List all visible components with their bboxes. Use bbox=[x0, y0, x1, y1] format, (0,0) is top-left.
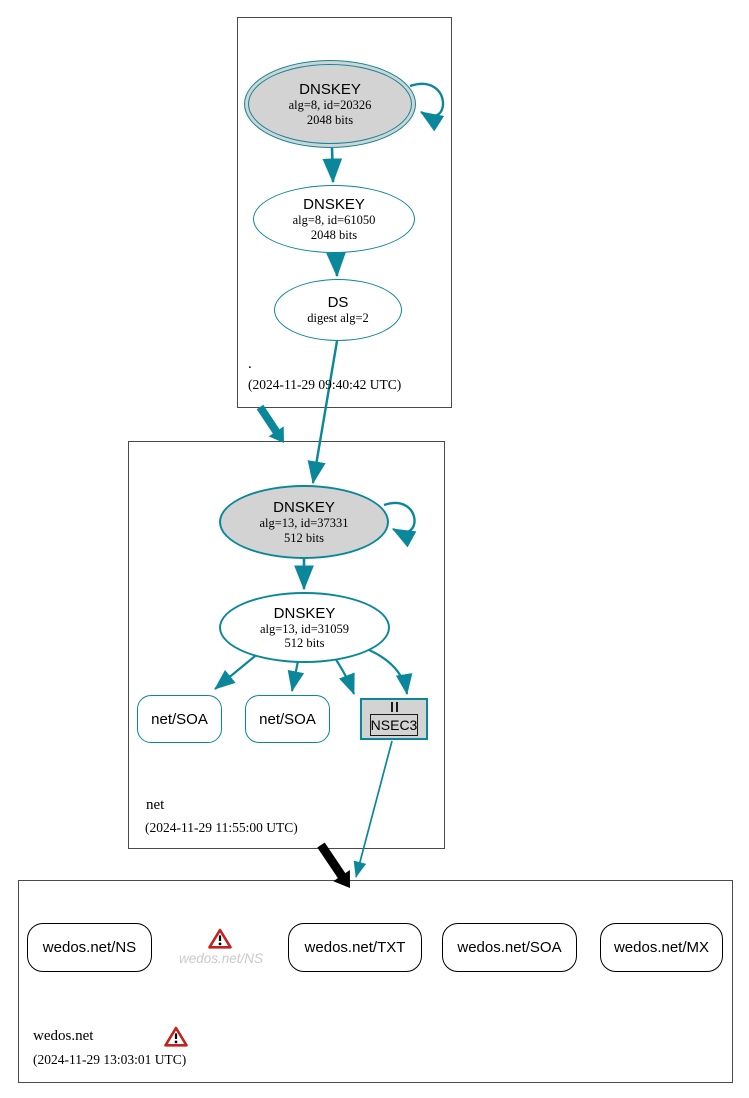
node-wedos-ns[interactable]: wedos.net/NS bbox=[27, 923, 152, 972]
node-title: DNSKEY bbox=[273, 604, 336, 622]
rrset-label: wedos.net/SOA bbox=[457, 939, 562, 956]
node-net-ksk[interactable]: DNSKEY alg=13, id=37331 512 bits bbox=[219, 485, 389, 559]
zone-box-root bbox=[237, 17, 452, 408]
edge-root-zsk-ds bbox=[326, 251, 346, 278]
nsec3-label: NSEC3 bbox=[369, 714, 419, 736]
node-title: DNSKEY bbox=[273, 499, 335, 516]
arrow-secure-delegation-root-net bbox=[256, 404, 284, 443]
rrset-label: wedos.net/MX bbox=[613, 939, 710, 956]
node-nsec3[interactable]: NSEC3 bbox=[360, 698, 428, 740]
zone-label-wedos-net: wedos.net bbox=[33, 1028, 94, 1044]
node-title: DNSKEY bbox=[303, 196, 365, 213]
nsec3-cells bbox=[390, 702, 398, 712]
warning-icon[interactable] bbox=[208, 928, 232, 949]
zone-timestamp-root: (2024-11-29 09:40:42 UTC) bbox=[248, 377, 402, 392]
node-net-zsk[interactable]: DNSKEY alg=13, id=31059 512 bits bbox=[219, 592, 390, 663]
edge-root-ksk-selfsign bbox=[409, 82, 445, 132]
node-bits: 512 bits bbox=[284, 530, 324, 545]
rrset-label: net/SOA bbox=[259, 710, 316, 728]
nsec3-cell-left bbox=[390, 702, 393, 712]
node-root-zsk[interactable]: DNSKEY alg=8, id=61050 2048 bits bbox=[253, 185, 415, 253]
node-net-soa-b[interactable]: net/SOA bbox=[245, 695, 330, 743]
node-bits: 2048 bits bbox=[306, 112, 354, 127]
rrset-label: wedos.net/NS bbox=[42, 939, 137, 956]
node-bits: 512 bits bbox=[284, 636, 325, 650]
rrset-label: net/SOA bbox=[151, 710, 208, 728]
node-root-ksk[interactable]: DNSKEY alg=8, id=20326 2048 bits bbox=[244, 60, 416, 148]
nsec3-cell-right bbox=[395, 702, 398, 712]
edge-net-zsk-soa-a bbox=[214, 651, 261, 690]
node-bits: 2048 bits bbox=[310, 227, 358, 242]
node-alg: alg=13, id=31059 bbox=[259, 621, 350, 636]
node-net-soa-a[interactable]: net/SOA bbox=[137, 695, 222, 743]
node-alg: digest alg=2 bbox=[307, 311, 369, 326]
zone-box-net bbox=[128, 441, 445, 849]
edge-root-ksk-zsk bbox=[322, 147, 343, 184]
zone-timestamp-net: (2024-11-29 11:55:00 UTC) bbox=[145, 820, 298, 835]
node-alg: alg=8, id=20326 bbox=[288, 98, 372, 112]
zone-label-net: net bbox=[146, 797, 165, 813]
edge-net-zsk-nsec3-a bbox=[332, 654, 356, 695]
zone-box-wedos-net bbox=[18, 880, 733, 1083]
node-wedos-ns-ghost: wedos.net/NS bbox=[178, 951, 264, 966]
zone-timestamp-wedos-net: (2024-11-29 13:03:01 UTC) bbox=[33, 1052, 187, 1067]
edge-net-ksk-selfsign bbox=[383, 501, 417, 548]
node-wedos-soa[interactable]: wedos.net/SOA bbox=[442, 923, 577, 972]
zone-warning-icon[interactable] bbox=[164, 1026, 188, 1047]
edge-net-zsk-soa-b bbox=[287, 660, 305, 693]
node-title: DNSKEY bbox=[299, 81, 361, 98]
zone-label-root: . bbox=[248, 356, 252, 372]
node-title: DS bbox=[327, 294, 349, 312]
edge-nsec3-wedos bbox=[353, 740, 393, 878]
node-wedos-txt[interactable]: wedos.net/TXT bbox=[288, 923, 422, 972]
node-root-ksk-inner-ring: DNSKEY alg=8, id=20326 2048 bits bbox=[248, 64, 412, 144]
edge-ds-net-ksk bbox=[307, 340, 339, 485]
node-alg: alg=13, id=37331 bbox=[259, 516, 349, 530]
rrset-label: wedos.net/TXT bbox=[304, 939, 406, 956]
arrow-insecure-delegation-net-wedos bbox=[317, 842, 350, 888]
node-alg: alg=8, id=61050 bbox=[292, 213, 376, 227]
node-root-ds[interactable]: DS digest alg=2 bbox=[274, 279, 402, 341]
node-wedos-mx[interactable]: wedos.net/MX bbox=[600, 923, 723, 972]
